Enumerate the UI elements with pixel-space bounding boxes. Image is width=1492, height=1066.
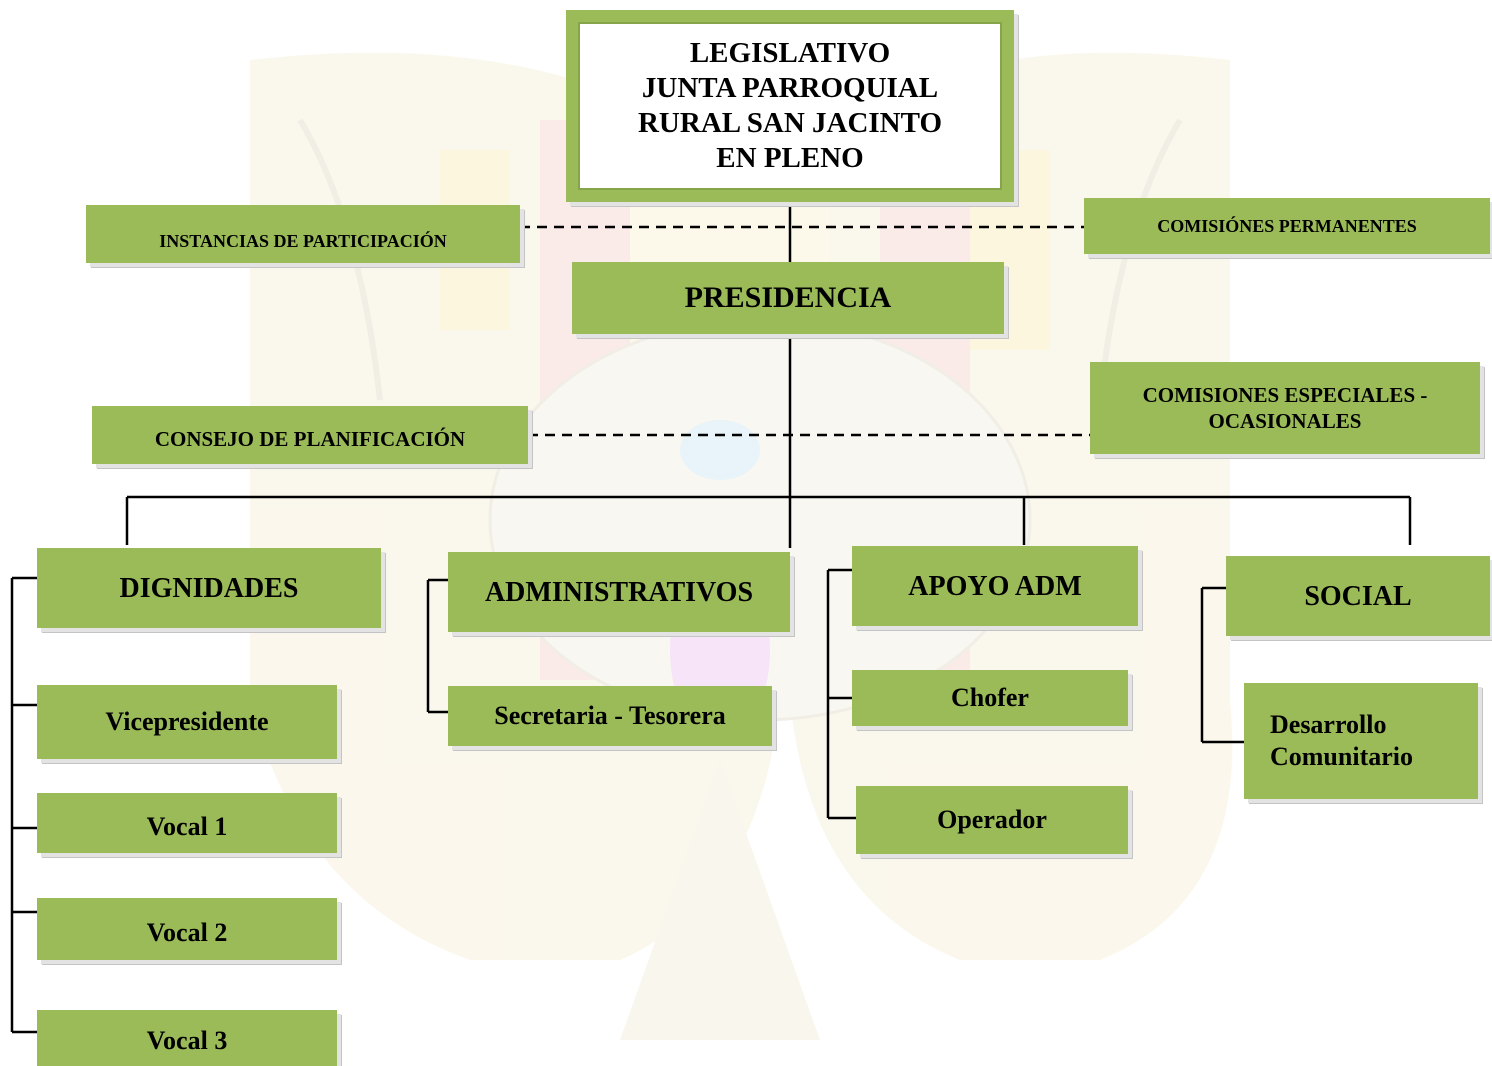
administrativos-box: ADMINISTRATIVOS	[448, 552, 790, 632]
operador-label: Operador	[937, 804, 1047, 834]
vocal-3-label: Vocal 3	[146, 1025, 228, 1055]
instancias-box: INSTANCIAS DE PARTICIPACIÓN	[86, 205, 520, 263]
vicepresidente-label: Vicepresidente	[105, 706, 269, 736]
administrativos-title: ADMINISTRATIVOS	[484, 576, 754, 608]
vocal-2-label: Vocal 2	[146, 917, 228, 947]
consejo-box: CONSEJO DE PLANIFICACIÓN	[92, 406, 528, 464]
legislativo-title: LEGISLATIVO JUNTA PARROQUIAL RURAL SAN J…	[637, 37, 943, 174]
vocal-1-label: Vocal 1	[146, 811, 228, 841]
social-title: SOCIAL	[1304, 580, 1412, 612]
desarrollo-label: Desarrollo Comunitario	[1270, 709, 1413, 772]
dignidades-box: DIGNIDADES	[37, 548, 381, 628]
vocal-3-box: Vocal 3	[37, 1010, 337, 1066]
vocal-1-box: Vocal 1	[37, 793, 337, 853]
desarrollo-box: Desarrollo Comunitario	[1244, 683, 1478, 799]
chofer-box: Chofer	[852, 670, 1128, 726]
permanentes-label: COMISIÓNES PERMANENTES	[1157, 215, 1417, 236]
vicepresidente-box: Vicepresidente	[37, 685, 337, 759]
permanentes-box: COMISIÓNES PERMANENTES	[1084, 198, 1490, 254]
secretaria-box: Secretaria - Tesorera	[448, 686, 772, 746]
presidencia-box: PRESIDENCIA	[572, 262, 1004, 334]
especiales-box: COMISIONES ESPECIALES - OCASIONALES	[1090, 362, 1480, 454]
presidencia-label: PRESIDENCIA	[684, 281, 892, 315]
vocal-2-box: Vocal 2	[37, 898, 337, 960]
apoyo-adm-title: APOYO ADM	[908, 570, 1082, 602]
operador-box: Operador	[856, 786, 1128, 854]
legislativo-box: LEGISLATIVO JUNTA PARROQUIAL RURAL SAN J…	[566, 10, 1014, 202]
chofer-label: Chofer	[951, 682, 1029, 712]
social-box: SOCIAL	[1226, 556, 1490, 636]
apoyo-adm-box: APOYO ADM	[852, 546, 1138, 626]
instancias-label: INSTANCIAS DE PARTICIPACIÓN	[159, 230, 447, 251]
consejo-label: CONSEJO DE PLANIFICACIÓN	[154, 426, 466, 451]
dignidades-title: DIGNIDADES	[119, 572, 299, 604]
secretaria-label: Secretaria - Tesorera	[494, 700, 726, 730]
especiales-label: COMISIONES ESPECIALES - OCASIONALES	[1142, 382, 1428, 433]
